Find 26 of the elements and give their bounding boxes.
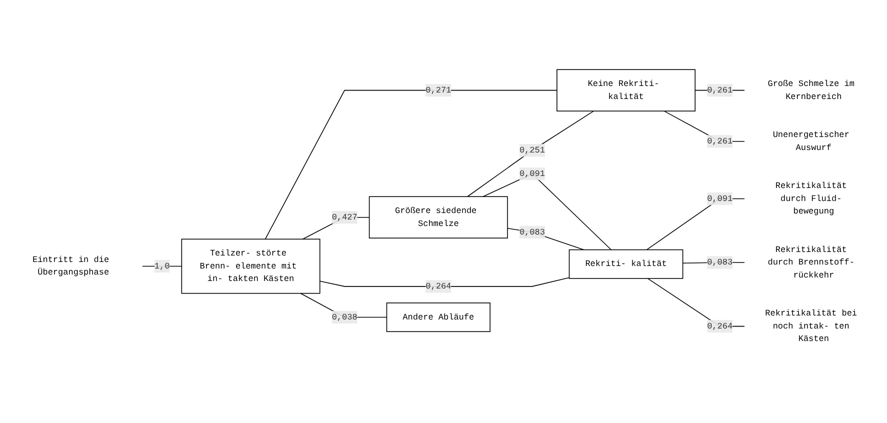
edge-label: 0,261 [707,136,733,146]
node-text: Rekritikalität bei noch intak- ten Kästen [765,308,858,344]
edge-label: 0,264 [707,322,733,332]
node-box: Größere siedende Schmelze [368,196,508,238]
node-text: Große Schmelze im Kernbereich [768,79,854,102]
edge-label: 0,091 [707,194,733,204]
edge-label: 0,264 [426,282,452,292]
edge-label: 0,271 [426,86,452,96]
edge-label: 0,091 [519,168,545,179]
node-text: Unenergetischer Auswurf [772,130,850,153]
node-text: Eintritt in die Übergangsphase [32,255,110,278]
edge-label: 0,261 [707,86,733,96]
node-box: Keine Rekriti- kalität [556,69,696,112]
node-box: Rekriti- kalität [568,249,684,279]
node-text: Rekritikalität durch Fluid- bewegung [775,181,847,216]
connector [319,277,570,287]
node-text: Rekritikalität durch Brennstoff- rückkehr [768,244,854,280]
node-box: Teilzer- störte Brenn- elemente mit in- takten Kästen [181,238,320,294]
edge-label: 0,427 [332,212,358,222]
edge-label: 1,0 [154,261,170,272]
edge-label: 0,083 [707,258,733,268]
edge-label: 0,083 [519,227,545,238]
connector [467,110,594,198]
node-box: Andere Abläufe [386,302,490,332]
edge-label: 0,038 [332,312,358,322]
edge-label: 0,251 [519,146,545,156]
